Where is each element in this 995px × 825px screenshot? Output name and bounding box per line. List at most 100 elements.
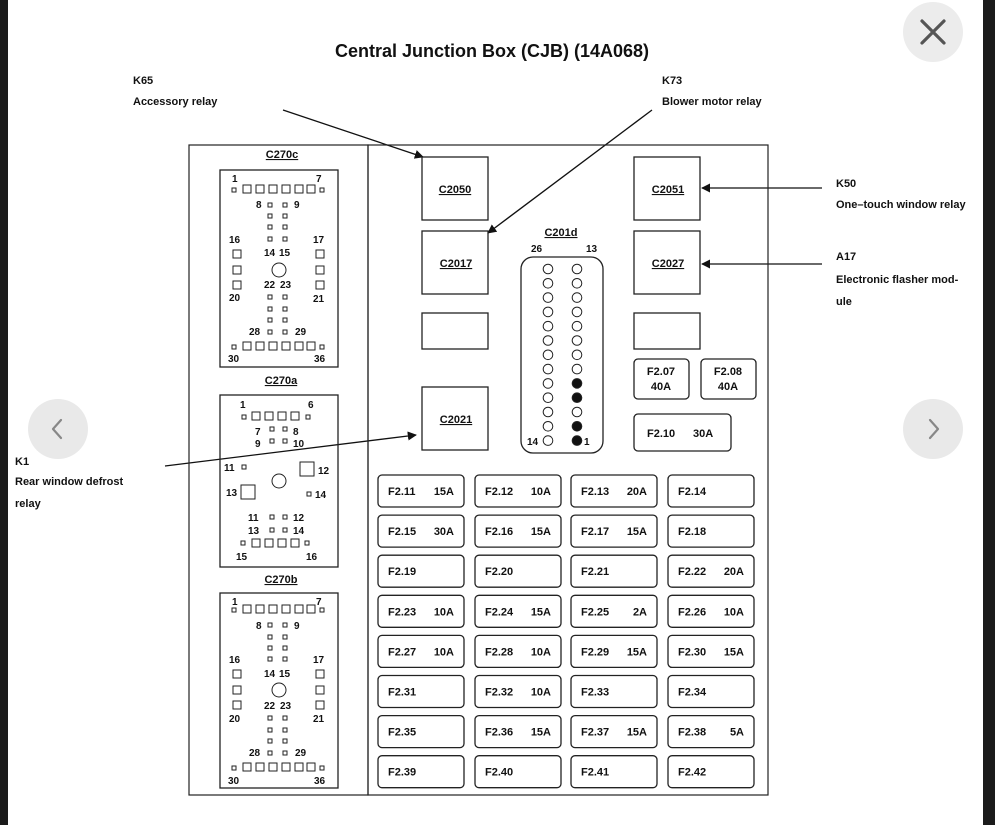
fuse-name: F2.18 <box>678 526 706 538</box>
pin-cavity <box>570 634 658 669</box>
connector-c270c-body <box>219 169 339 368</box>
pin-label: 15 <box>236 552 248 563</box>
pin-label: C2051 <box>652 184 684 196</box>
pin-label: 16 <box>229 235 241 246</box>
fuse-name: F2.33 <box>581 687 609 699</box>
pin-cavity <box>667 674 755 709</box>
pin-cavity <box>267 634 273 640</box>
close-button[interactable] <box>903 2 963 62</box>
pin-cavity <box>282 622 288 628</box>
fuse-name: F2.38 <box>678 727 706 739</box>
fuse-name: F2.28 <box>485 646 513 658</box>
pin-cavity <box>633 230 701 295</box>
callout-a17-name-2: ule <box>836 296 852 308</box>
pin-cavity <box>294 184 304 194</box>
pin-cavity <box>232 669 242 679</box>
prev-image-button[interactable] <box>28 399 88 459</box>
leader-k65 <box>282 109 424 159</box>
pin-cavity <box>231 344 237 350</box>
pin-cavity <box>319 344 325 350</box>
fuse-cell: F2.35 <box>377 714 465 749</box>
fuse-name: F2.20 <box>485 566 513 578</box>
pin-label: C2027 <box>652 258 684 270</box>
pin-cavity <box>267 236 273 242</box>
pin-label: 30 <box>228 776 240 787</box>
connector-c270b-label: C270b <box>264 574 297 586</box>
c201d-pin <box>571 421 583 432</box>
pin-label: 20 <box>229 293 241 304</box>
fuse-cell: F2.19 <box>377 554 465 588</box>
pin-cavity <box>255 762 265 772</box>
fuse-rating: 15A <box>434 486 454 498</box>
pin-cavity <box>306 184 316 194</box>
pin-cavity <box>282 727 288 733</box>
callout-k50-name: One–touch window relay <box>836 199 966 211</box>
pin-cavity <box>319 607 325 613</box>
pin-cavity <box>282 224 288 230</box>
junction-box-main-panel <box>367 144 769 796</box>
c201d-pin <box>571 292 583 303</box>
pin-cavity <box>240 484 256 500</box>
pin-cavity <box>251 538 261 548</box>
pin-cavity <box>242 341 252 351</box>
pin-cavity <box>255 604 265 614</box>
callout-a17-code: A17 <box>836 251 856 263</box>
pin-cavity <box>474 514 562 548</box>
pin-cavity <box>377 674 465 709</box>
pin-cavity <box>255 341 265 351</box>
fuse-rating: 15A <box>724 646 744 658</box>
pin-label: 8 <box>256 200 262 211</box>
pin-cavity <box>667 634 755 669</box>
pin-label: 8 <box>256 621 262 632</box>
c201d-pin <box>571 306 583 318</box>
pin-cavity <box>306 604 316 614</box>
pin-cavity <box>267 306 273 312</box>
fuse-rating: 15A <box>531 606 551 618</box>
pin-label: 40A <box>718 381 738 393</box>
pin-cavity <box>377 755 465 789</box>
pin-cavity <box>277 411 287 421</box>
pin-label: 23 <box>280 701 292 712</box>
relay-slot-empty-right <box>633 312 701 350</box>
pin-label: 22 <box>264 280 276 291</box>
pin-label: C2021 <box>440 414 472 426</box>
leader-k1 <box>164 431 417 467</box>
pin-cavity <box>251 411 261 421</box>
pin-label: 1 <box>240 400 246 411</box>
pin-cavity <box>294 762 304 772</box>
fuse-cell: F2.34 <box>667 674 755 709</box>
fuse-name: F2.35 <box>388 727 416 739</box>
pin-cavity <box>281 184 291 194</box>
pin-cavity <box>271 473 287 489</box>
pin-cavity <box>277 538 287 548</box>
fuse-name: F2.25 <box>581 606 609 618</box>
pin-cavity <box>570 714 658 749</box>
pin-cavity <box>242 184 252 194</box>
pin-cavity <box>570 594 658 628</box>
pin-label: 14 <box>527 437 539 448</box>
pin-label: 14 <box>293 526 305 537</box>
pin-cavity <box>267 727 273 733</box>
fuse-cell: F2.20 <box>474 554 562 588</box>
fuse-rating: 15A <box>627 727 647 739</box>
fuse-name: F2.15 <box>388 526 416 538</box>
fuse-rating: 20A <box>724 566 744 578</box>
pin-cavity <box>271 262 287 278</box>
pin-cavity <box>267 213 273 219</box>
pin-label: 11 <box>248 513 259 524</box>
pin-cavity <box>267 329 273 335</box>
pin-label: 21 <box>313 714 325 725</box>
pin-label: 29 <box>295 748 307 759</box>
callout-k50-code: K50 <box>836 178 856 190</box>
pin-label: 23 <box>280 280 292 291</box>
fuse-rating: 10A <box>434 646 454 658</box>
pin-cavity <box>570 755 658 789</box>
next-image-button[interactable] <box>903 399 963 459</box>
pin-label: 21 <box>313 294 325 305</box>
pin-label: 7 <box>316 597 322 608</box>
pin-cavity <box>304 540 310 546</box>
